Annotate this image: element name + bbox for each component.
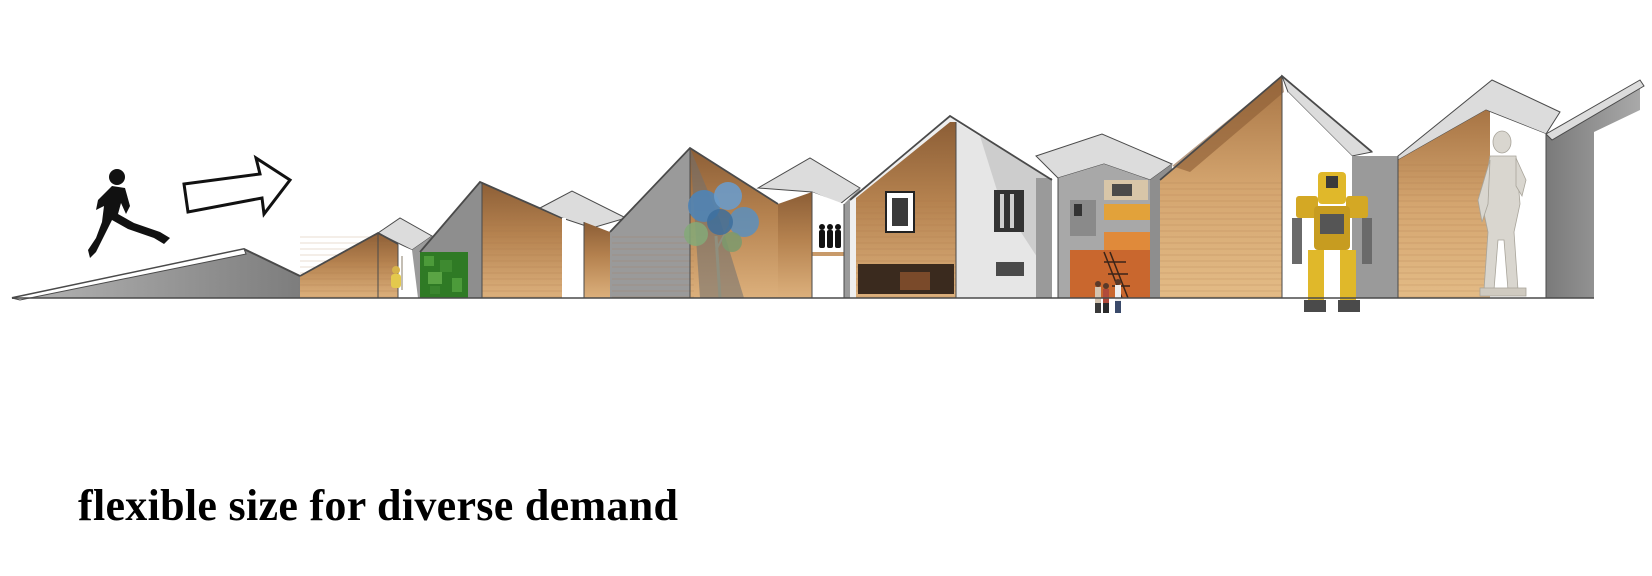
window-openings: [858, 190, 1024, 294]
entry-ramp: [11, 247, 301, 301]
robot-figure: [1292, 172, 1372, 312]
diagram-caption: flexible size for diverse demand: [78, 481, 679, 530]
people-group: [819, 224, 841, 248]
unit-2: [419, 180, 563, 298]
unit-1: [299, 217, 433, 298]
right-arrow-icon: [182, 154, 293, 218]
running-person-icon: [88, 169, 170, 258]
green-wall: [420, 252, 468, 298]
child-figure: [391, 256, 403, 290]
tree: [684, 182, 759, 299]
unit-8: [1159, 74, 1398, 298]
statue-figure: [1477, 130, 1527, 297]
visitors-group: [1095, 279, 1121, 313]
